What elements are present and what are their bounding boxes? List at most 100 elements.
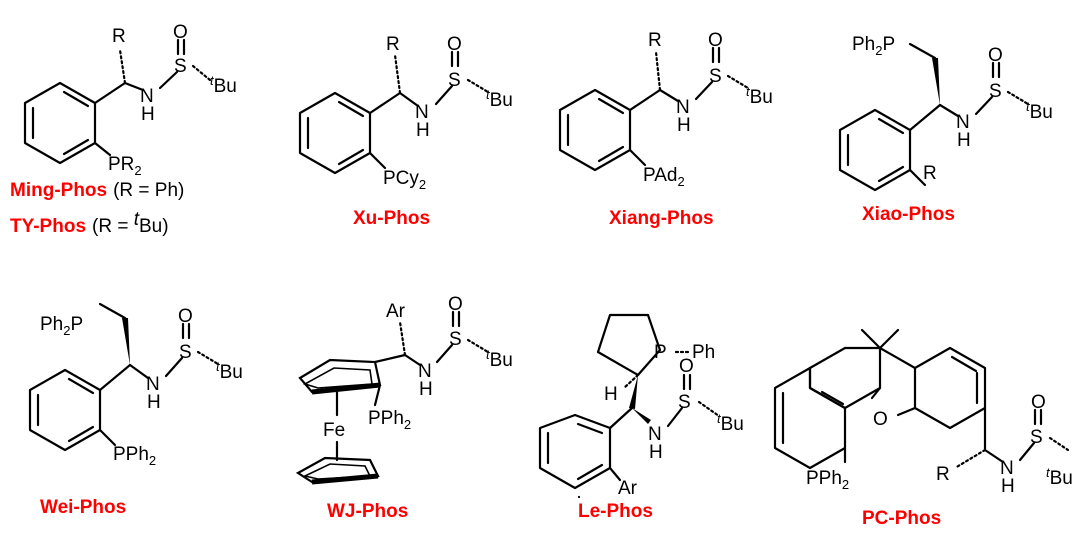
svg-text:PPh2: PPh2: [368, 408, 411, 432]
wj-ar-label: Ar: [386, 301, 406, 322]
xu-r-label: R: [386, 34, 400, 55]
pc-o-label: O: [1031, 392, 1046, 413]
svg-text:PR2: PR2: [108, 154, 142, 178]
pc-pph-sub: 2: [842, 477, 849, 492]
svg-text:tBu: tBu: [717, 411, 744, 435]
wei-s-label: S: [179, 342, 192, 363]
xiang-r-label: R: [648, 30, 662, 51]
xiang-h-label: H: [677, 115, 691, 136]
xu-phos-name: Xu-Phos: [353, 208, 430, 229]
wj-p-sub: 2: [404, 417, 411, 432]
structure-wei-phos: Ph2P N H S O tBu PPh2: [28, 302, 243, 468]
xu-p-sub: 2: [419, 177, 426, 192]
wei-p2-label: PPh: [113, 444, 149, 465]
structure-ming-phos: R N H S O tBu PR2: [23, 22, 237, 178]
xu-bu-label: Bu: [490, 90, 513, 111]
svg-text:PPh2: PPh2: [806, 468, 849, 492]
ty-phos-name: TY-Phos(R = tBu): [10, 209, 169, 237]
wei-ph-label: Ph: [40, 314, 63, 335]
svg-text:tBu: tBu: [486, 87, 513, 111]
svg-text:tBu: tBu: [210, 73, 237, 97]
wj-h-label: H: [419, 379, 433, 400]
pc-t-sup: t: [1046, 465, 1051, 480]
xiang-bu-label: Bu: [750, 87, 773, 108]
xu-s-label: S: [448, 70, 461, 91]
le-t-sup: t: [717, 411, 722, 426]
svg-text:tBu: tBu: [1026, 99, 1053, 123]
structure-wj-phos: Ar N H S O tBu PPh2 Fe: [295, 294, 513, 485]
le-s-label: S: [678, 392, 691, 413]
svg-text:PAd2: PAd2: [643, 165, 685, 189]
ming-h-label: H: [141, 104, 155, 125]
le-bu-label: Bu: [721, 414, 744, 435]
ming-o-label: O: [173, 22, 188, 43]
svg-text:Ph2P: Ph2P: [852, 34, 895, 58]
wei-ph-sub: 2: [63, 323, 70, 338]
ming-r-label: R: [112, 26, 126, 47]
pc-o-ring-label: O: [873, 409, 888, 430]
xiao-s-label: S: [989, 81, 1002, 102]
wei-o-label: O: [178, 306, 193, 327]
wj-o-label: O: [448, 294, 463, 315]
xiao-n-label: N: [956, 112, 970, 133]
wj-p-label: PPh: [368, 408, 404, 429]
ming-phos-name: Ming-Phos(R = Ph): [10, 180, 184, 201]
wei-h-label: H: [147, 392, 161, 413]
xiao-ph-label: Ph: [852, 34, 875, 55]
le-hstereo-label: H: [604, 384, 618, 405]
pc-phos-name: PC-Phos: [862, 508, 941, 529]
xiao-bu-label: Bu: [1030, 102, 1053, 123]
ming-s-label: S: [174, 56, 187, 77]
pc-r-label: R: [936, 464, 950, 485]
ming-bu-label: Bu: [214, 76, 237, 97]
pc-bu-label: Bu: [1050, 468, 1073, 489]
svg-text:tBu: tBu: [746, 84, 773, 108]
le-ar-label: Ar: [618, 478, 638, 499]
ming-n-label: N: [140, 86, 154, 107]
xiang-p-sub: 2: [678, 174, 685, 189]
wei-bu-label: Bu: [220, 362, 243, 383]
ming-p-label: PR: [108, 154, 134, 175]
xu-h-label: H: [416, 120, 430, 141]
svg-text:tBu: tBu: [216, 359, 243, 383]
xu-o-label: O: [447, 34, 462, 55]
wei-n-label: N: [146, 374, 160, 395]
structure-xiang-phos: R N H S O tBu PAd2: [558, 30, 773, 189]
wj-s-label: S: [449, 329, 462, 350]
xiang-t-sup: t: [746, 84, 751, 99]
svg-text:PCy2: PCy2: [383, 168, 426, 192]
structure-xiao-phos: Ph2P R N H S O tBu: [838, 34, 1053, 192]
xiang-s-label: S: [709, 66, 722, 87]
xiao-h-label: H: [957, 130, 971, 151]
structure-le-phos: P Ph H N H S O tBu Ar: [538, 313, 744, 499]
pc-pph-label: PPh: [806, 468, 842, 489]
le-p-label: P: [654, 342, 667, 363]
structure-pc-phos: O PPh2 R N H S O tBu: [773, 328, 1073, 497]
wj-t-sup: t: [486, 347, 491, 362]
xiao-o-label: O: [988, 45, 1003, 66]
xiang-phos-name: Xiang-Phos: [609, 208, 714, 229]
wei-p-label: P: [70, 314, 83, 335]
structure-xu-phos: R N H S O tBu PCy2: [298, 34, 513, 192]
xiao-phos-name: Xiao-Phos: [862, 204, 955, 225]
xu-n-label: N: [415, 102, 429, 123]
xiao-t-sup: t: [1026, 99, 1031, 114]
wj-bu-label: Bu: [490, 350, 513, 371]
wei-p2-sub: 2: [149, 453, 156, 468]
le-o-label: O: [679, 356, 694, 377]
wei-phos-name: Wei-Phos: [40, 497, 126, 518]
xiao-r-label: R: [923, 163, 937, 184]
le-h-label: H: [649, 442, 663, 463]
xiao-p-label: P: [882, 34, 895, 55]
le-ph-label: Ph: [692, 342, 715, 363]
svg-text:tBu: tBu: [486, 347, 513, 371]
ming-t-sup: t: [210, 73, 215, 88]
xiang-o-label: O: [708, 30, 723, 51]
svg-text:Ph2P: Ph2P: [40, 314, 83, 338]
xiang-n-label: N: [676, 97, 690, 118]
le-n-label: N: [648, 424, 662, 445]
xu-t-sup: t: [486, 87, 491, 102]
wei-t-sup: t: [216, 359, 221, 374]
xiao-ph-sub: 2: [875, 43, 882, 58]
